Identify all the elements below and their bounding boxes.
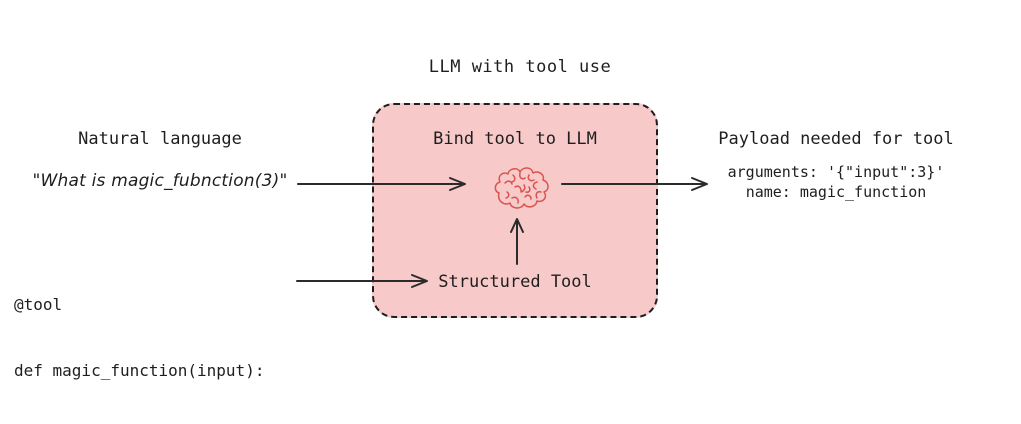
payload-block: arguments: '{"input":3}' name: magic_fun… bbox=[686, 162, 986, 202]
bind-tool-header: Bind tool to LLM bbox=[433, 129, 597, 149]
natural-language-query: "What is magic_fubnction(3)" bbox=[32, 171, 288, 191]
code-line: @tool bbox=[14, 295, 63, 314]
bind-tool-box: Bind tool to LLM Structured Tool bbox=[372, 103, 658, 318]
payload-line: name: magic_function bbox=[745, 183, 927, 201]
brain-icon bbox=[491, 165, 551, 215]
payload-line: arguments: '{"input":3}' bbox=[727, 163, 945, 181]
diagram-title: LLM with tool use bbox=[428, 57, 612, 77]
payload-header: Payload needed for tool bbox=[718, 129, 954, 149]
structured-tool-label: Structured Tool bbox=[438, 272, 592, 292]
tool-code-block: @tool def magic_function(input): return … bbox=[14, 250, 264, 424]
code-line: def magic_function(input): bbox=[14, 361, 265, 380]
natural-language-header: Natural language bbox=[78, 129, 242, 149]
